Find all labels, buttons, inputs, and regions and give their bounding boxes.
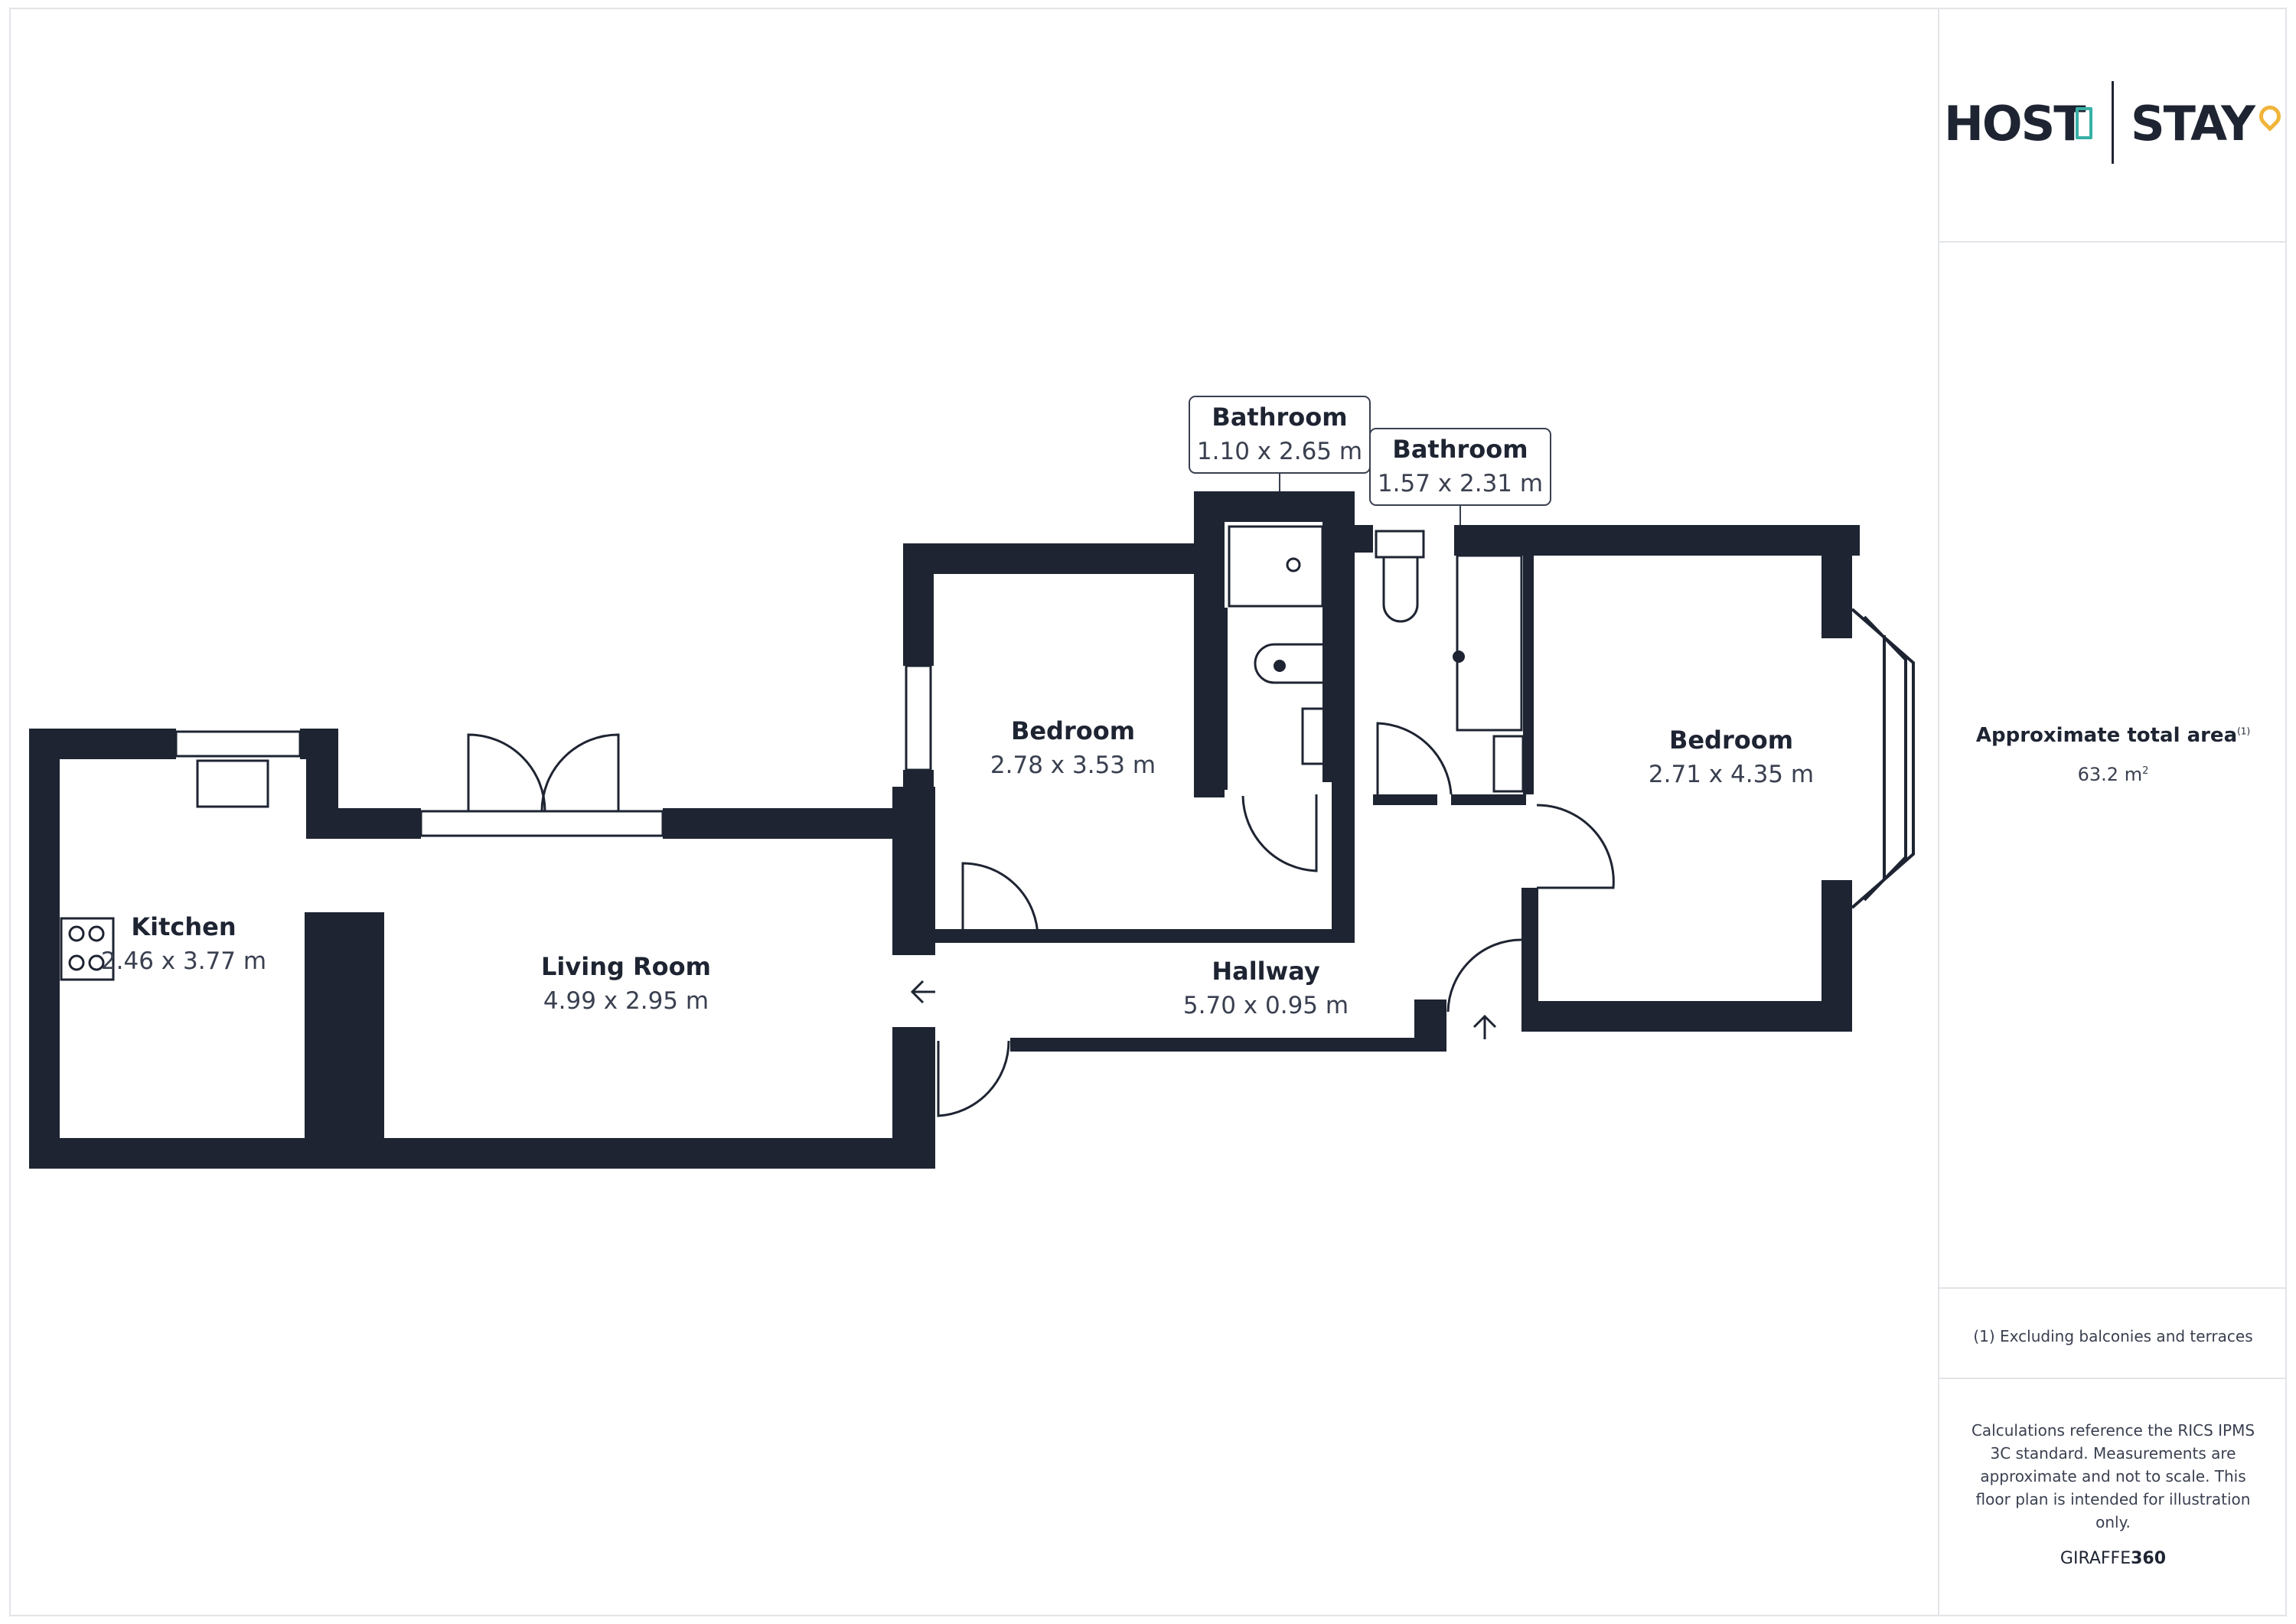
room-name: Living Room [541, 952, 711, 981]
room-dimensions: 4.99 x 2.95 m [543, 987, 709, 1015]
logo-host-text: HOST [1944, 96, 2086, 152]
room-dimensions: 1.10 x 2.65 m [1197, 438, 1362, 465]
page-frame [9, 8, 2287, 1616]
area-footnote: (1) Excluding balconies and terraces [1939, 1287, 2287, 1378]
room-bathroom-2: Bathroom 1.57 x 2.31 m [1369, 428, 1551, 525]
room-name: Bedroom [1669, 726, 1793, 755]
entry-arrows [910, 980, 1497, 1039]
logo-divider [2112, 81, 2114, 164]
footnote-text: (1) Excluding balconies and terraces [1973, 1327, 2253, 1345]
room-name: Bedroom [1011, 716, 1135, 745]
room-kitchen: Kitchen 2.46 x 3.77 m [101, 912, 266, 975]
room-bathroom-1: Bathroom 1.10 x 2.65 m [1189, 396, 1371, 491]
doors [467, 722, 1615, 1117]
disclaimer-section: Calculations reference the RICS IPMS 3C … [1939, 1378, 2287, 1618]
room-name: Kitchen [131, 912, 236, 941]
room-name: Bathroom [1392, 435, 1528, 464]
room-dimensions: 2.71 x 4.35 m [1649, 761, 1814, 788]
info-panel: HOST STAY Approximate total area(1) 63.2… [1938, 8, 2287, 1616]
disclaimer-text: Calculations reference the RICS IPMS 3C … [1971, 1421, 2255, 1531]
room-dimensions: 1.57 x 2.31 m [1378, 470, 1543, 497]
door-icon [2076, 107, 2092, 139]
bay-window [1851, 608, 1915, 909]
total-area-value: 63.2 m2 [2077, 764, 2149, 785]
room-bedroom-2: Bedroom 2.71 x 4.35 m [1649, 726, 1814, 788]
room-hallway: Hallway 5.70 x 0.95 m [1183, 957, 1349, 1019]
room-dimensions: 2.46 x 3.77 m [101, 947, 266, 975]
host-stay-logo: HOST STAY [1939, 8, 2287, 243]
fixture-dots [1274, 651, 1465, 672]
logo-stay-text: STAY [2131, 96, 2255, 152]
room-bedroom-1: Bedroom 2.78 x 3.53 m [990, 716, 1156, 779]
windows [174, 664, 932, 837]
room-living: Living Room 4.99 x 2.95 m [541, 952, 711, 1015]
room-dimensions: 5.70 x 0.95 m [1183, 992, 1349, 1019]
total-area-label: Approximate total area(1) [1975, 724, 2251, 747]
location-pin-icon [2255, 101, 2285, 132]
walls [29, 491, 1860, 1169]
room-name: Bathroom [1212, 403, 1347, 432]
giraffe360-brand: GIRAFFE360 [2060, 1549, 2167, 1568]
fixtures [60, 525, 1525, 981]
room-name: Hallway [1212, 957, 1319, 986]
room-dimensions: 2.78 x 3.53 m [990, 752, 1156, 779]
